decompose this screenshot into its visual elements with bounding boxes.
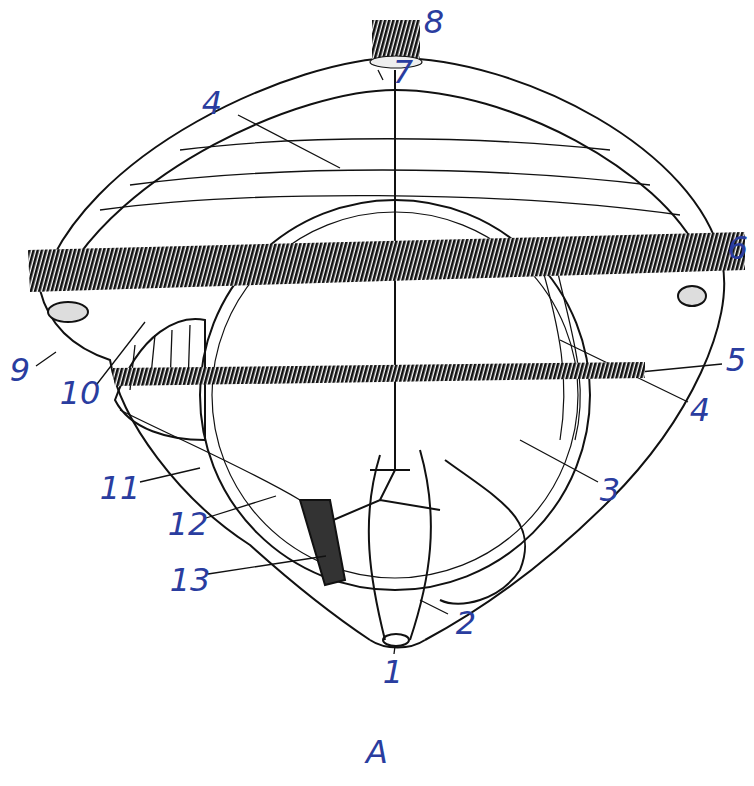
- callout-number: 5: [726, 344, 746, 376]
- figure-letter: A: [366, 736, 388, 768]
- callout-number: 11: [100, 472, 141, 504]
- callout-number: 4: [690, 394, 710, 426]
- callout-number: 2: [456, 607, 476, 639]
- callout-number: 12: [168, 508, 209, 540]
- callout-number: 9: [10, 354, 30, 386]
- callout-number: 13: [170, 564, 211, 596]
- callout-number: 6: [728, 232, 748, 264]
- callout-number: 8: [424, 6, 444, 38]
- callout-number: 10: [60, 377, 101, 409]
- callout-number: 1: [383, 656, 403, 688]
- callout-number: 4: [202, 87, 222, 119]
- callout-number: 7: [393, 56, 413, 88]
- callout-number: 3: [600, 474, 620, 506]
